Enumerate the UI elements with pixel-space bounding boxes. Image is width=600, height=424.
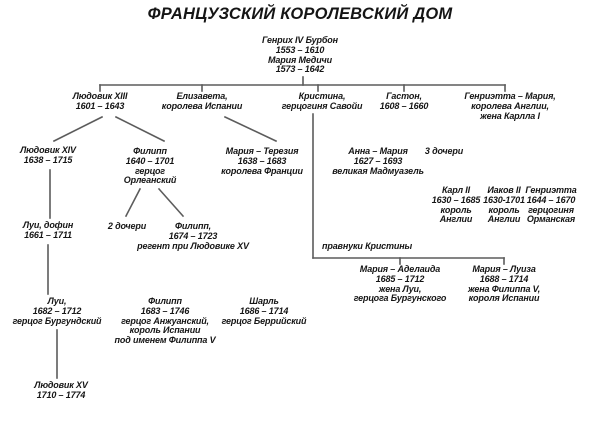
tree-node-elizaveta: Елизавета,королева Испании: [161, 91, 243, 112]
diagram-title: ФРАНЦУЗСКИЙ КОРОЛЕВСКИЙ ДОМ: [147, 5, 453, 23]
tree-node-tri-docheri: 3 дочери: [424, 146, 464, 157]
node-line: 1573 – 1642: [275, 64, 325, 75]
node-line: Мария – Аделаида: [359, 264, 441, 274]
node-line: 1644 – 1670: [526, 194, 576, 205]
pravnuki-kristiny-label: правнуки Кристины: [322, 241, 413, 251]
node-line: Генриэтта – Мария,: [464, 91, 556, 101]
node-line: 1683 – 1746: [140, 305, 190, 316]
tree-node-genrietta-mariya: Генриэтта – Мария,королева Англии,жена К…: [464, 91, 556, 121]
node-line: 1608 – 1660: [379, 100, 429, 111]
node-line: под именем Филиппа V: [114, 335, 216, 346]
tree-node-gaston: Гастон,1608 – 1660: [379, 91, 429, 112]
node-line: король: [488, 204, 520, 215]
node-line: 1674 – 1723: [168, 230, 218, 241]
node-line: 1682 – 1712: [32, 305, 82, 316]
node-line: 1553 – 1610: [275, 44, 325, 55]
node-line: Иаков II: [487, 185, 521, 195]
node-line: 3 дочери: [424, 146, 464, 156]
connector-filipp-to-dve-docheri: [124, 187, 142, 218]
node-line: Людовик XIV: [20, 145, 76, 155]
node-line: Мария Медичи: [267, 54, 333, 65]
node-line: 1601 – 1643: [75, 100, 125, 111]
node-line: Англии: [487, 214, 521, 225]
connector-filipp-to-filipp-regent: [157, 187, 185, 218]
node-line: Англии: [439, 214, 473, 225]
node-line: 1661 – 1711: [24, 229, 72, 240]
node-line: 1640 – 1701: [125, 155, 175, 166]
node-line: Елизавета,: [176, 91, 228, 101]
node-line: 1630-1701: [483, 194, 525, 205]
node-line: Мария – Луиза: [472, 264, 536, 274]
connector-elizaveta-to-mariya-tereziya: [223, 115, 278, 143]
node-line: король: [440, 204, 472, 215]
node-line: Кристина,: [298, 91, 346, 101]
node-line: королева Англии,: [471, 100, 549, 111]
node-line: Людовик XIII: [72, 91, 128, 101]
node-line: Орманская: [526, 214, 576, 225]
node-line: жена Карлла I: [480, 110, 540, 121]
node-line: великая Мадмуазель: [332, 165, 424, 176]
node-line: герцогиня: [528, 204, 574, 215]
node-line: 1638 – 1715: [23, 154, 73, 165]
node-line: королева Испании: [161, 100, 243, 111]
node-line: Луи,: [47, 296, 67, 306]
node-line: Людовик XV: [34, 380, 88, 390]
node-line: Анна – Мария: [348, 146, 408, 156]
connector-lyudovik-xiii-to-lyudovik-xiv: [52, 115, 104, 143]
tree-node-kristina: Кристина,герцогиня Савойи: [281, 91, 363, 112]
node-line: Карл II: [442, 185, 470, 195]
tree-node-dve-docheri: 2 дочери: [107, 221, 147, 232]
node-line: король Испании: [129, 325, 201, 336]
node-line: герцога Бургунского: [353, 293, 447, 304]
node-line: Орлеанский: [123, 175, 177, 186]
node-line: Шарль: [249, 296, 279, 306]
node-line: герцог Бургундский: [12, 315, 102, 326]
node-line: Гастон,: [386, 91, 422, 101]
node-line: герцогиня Савойи: [281, 100, 363, 111]
node-line: Филипп: [133, 146, 167, 156]
connector-lyudovik-xiii-to-filipp: [114, 115, 166, 143]
node-line: королева Франции: [221, 165, 303, 176]
node-line: герцог Беррийский: [221, 315, 307, 326]
node-line: Луи, дофин: [22, 220, 74, 230]
node-line: герцог Анжуанский,: [121, 315, 209, 326]
node-line: Генриэтта: [525, 185, 577, 195]
node-line: 1638 – 1683: [237, 155, 287, 166]
node-line: Филипп,: [174, 221, 212, 231]
node-line: 1686 – 1714: [239, 305, 289, 316]
node-line: 1627 – 1693: [353, 155, 403, 166]
node-line: Генрих IV Бурбон: [262, 35, 338, 45]
node-line: жена Луи,: [378, 283, 422, 294]
node-line: 1710 – 1774: [36, 389, 86, 400]
node-line: Мария – Терезия: [225, 146, 299, 156]
node-line: герцог: [135, 165, 165, 176]
node-line: короля Испании: [468, 293, 540, 304]
node-line: 1630 – 1685: [431, 194, 481, 205]
node-line: 2 дочери: [107, 221, 147, 231]
node-line: 1685 – 1712: [375, 273, 425, 284]
node-line: Филипп: [148, 296, 182, 306]
node-line: 1688 – 1714: [479, 273, 529, 284]
node-line: регент при Людовике XV: [137, 240, 249, 251]
node-line: жена Филиппа V,: [467, 283, 541, 294]
